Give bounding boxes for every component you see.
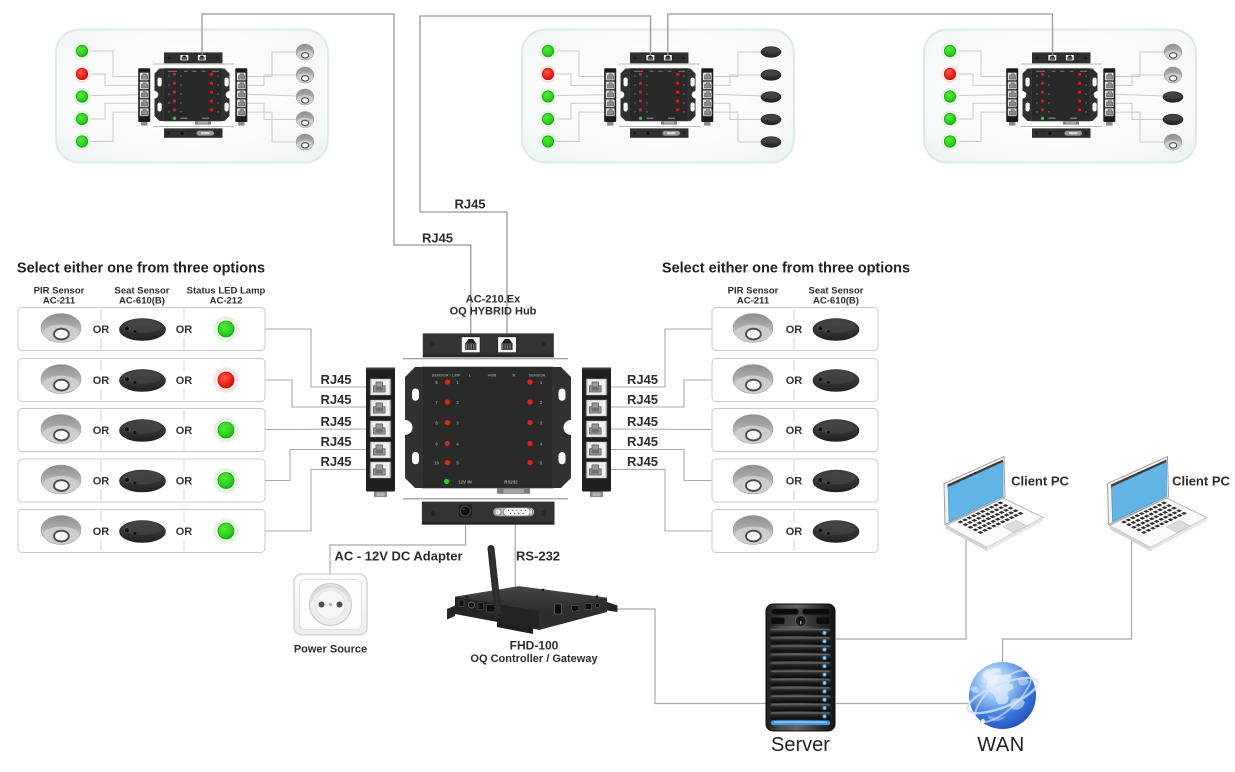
svg-text:RJ45: RJ45: [320, 454, 351, 469]
svg-text:RJ45: RJ45: [422, 231, 453, 246]
svg-text:HUB: HUB: [488, 373, 497, 378]
svg-text:AC-610(B): AC-610(B): [813, 296, 859, 307]
svg-text:RJ45: RJ45: [320, 392, 351, 407]
svg-text:AC - 12V DC Adapter: AC - 12V DC Adapter: [334, 549, 462, 564]
svg-text:OR: OR: [176, 526, 193, 538]
svg-text:RS232: RS232: [504, 479, 518, 484]
svg-text:AC-212: AC-212: [210, 296, 243, 307]
svg-text:Select either one from three o: Select either one from three options: [17, 261, 265, 277]
svg-text:OQ Controller / Gateway: OQ Controller / Gateway: [470, 653, 598, 665]
svg-text:OQ HYBRID Hub: OQ HYBRID Hub: [450, 306, 537, 318]
svg-text:OR: OR: [93, 425, 110, 437]
svg-text:AC-610(B): AC-610(B): [119, 296, 165, 307]
svg-text:RJ45: RJ45: [627, 454, 658, 469]
svg-text:Client PC: Client PC: [1011, 474, 1069, 489]
svg-text:OR: OR: [93, 324, 110, 336]
svg-text:OR: OR: [176, 375, 193, 387]
svg-text:OR: OR: [786, 324, 803, 336]
svg-text:OR: OR: [786, 425, 803, 437]
svg-text:OR: OR: [786, 476, 803, 488]
svg-text:RS-232: RS-232: [516, 549, 560, 564]
svg-text:RJ45: RJ45: [320, 372, 351, 387]
svg-text:12V IN: 12V IN: [458, 479, 471, 484]
svg-text:RJ45: RJ45: [627, 372, 658, 387]
svg-text:OR: OR: [176, 324, 193, 336]
svg-text:OR: OR: [786, 375, 803, 387]
svg-text:AC-211: AC-211: [737, 296, 770, 307]
svg-text:OR: OR: [176, 476, 193, 488]
svg-text:SENSOR / LMP: SENSOR / LMP: [432, 373, 461, 378]
svg-text:AC-210.Ex: AC-210.Ex: [466, 294, 521, 306]
svg-text:Server: Server: [771, 734, 830, 756]
svg-text:Power Source: Power Source: [294, 644, 367, 656]
svg-text:R: R: [513, 373, 516, 378]
svg-text:WAN: WAN: [977, 734, 1024, 756]
svg-text:RJ45: RJ45: [320, 414, 351, 429]
svg-text:OR: OR: [786, 526, 803, 538]
svg-text:OR: OR: [93, 375, 110, 387]
svg-text:Client PC: Client PC: [1172, 474, 1230, 489]
svg-text:RJ45: RJ45: [627, 414, 658, 429]
svg-text:OR: OR: [176, 425, 193, 437]
svg-text:FHD-100: FHD-100: [510, 639, 559, 653]
svg-text:RJ45: RJ45: [320, 434, 351, 449]
svg-text:SENSOR: SENSOR: [529, 373, 546, 378]
svg-text:RJ45: RJ45: [627, 434, 658, 449]
svg-text:OR: OR: [93, 526, 110, 538]
svg-text:RJ45: RJ45: [454, 197, 485, 212]
svg-text:10: 10: [434, 460, 439, 465]
svg-text:OR: OR: [93, 476, 110, 488]
svg-text:Select either one from three o: Select either one from three options: [662, 261, 910, 277]
svg-text:AC-211: AC-211: [43, 296, 76, 307]
svg-text:RJ45: RJ45: [627, 392, 658, 407]
